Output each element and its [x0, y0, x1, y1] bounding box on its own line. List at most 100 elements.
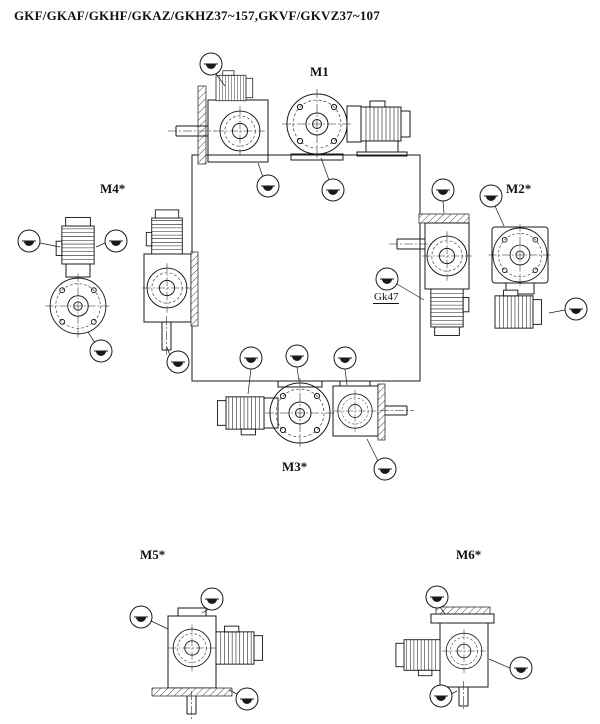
leader-line: [257, 162, 264, 178]
motor: [216, 396, 265, 436]
leader-line: [150, 620, 169, 630]
motor: [215, 625, 264, 665]
assembly-m6: [395, 585, 533, 711]
output-shaft: [380, 405, 414, 416]
leader-line: [344, 368, 348, 386]
motor: [145, 209, 183, 255]
label-gk47: Gk47: [373, 291, 400, 304]
oil-level-indicator-icon: [129, 605, 153, 629]
output-shaft: [389, 238, 433, 250]
wall-hatch: [418, 213, 470, 224]
leader-line: [320, 157, 330, 181]
leader-line: [228, 689, 238, 695]
oil-level-callout: [333, 346, 357, 386]
leader-line: [442, 200, 445, 214]
leader-line: [366, 438, 379, 462]
oil-level-callout: [166, 346, 190, 374]
label-m2: M2*: [506, 181, 532, 196]
motor: [430, 288, 470, 337]
oil-level-callout: [129, 605, 169, 630]
flange-face: [441, 628, 487, 674]
wall-hatch: [377, 383, 386, 441]
label-m5: M5*: [140, 547, 166, 562]
oil-level-callout: [239, 346, 263, 395]
label-m1: M1: [310, 64, 329, 79]
base-hatch: [151, 687, 233, 697]
oil-level-indicator-icon: [89, 339, 113, 363]
assembly-m1: [168, 52, 411, 202]
page-title: GKF/GKAF/GKHF/GKAZ/GKHZ37~157,GKVF/GKVZ3…: [14, 8, 380, 23]
oil-level-indicator-icon: [429, 684, 453, 708]
motor: [360, 100, 411, 142]
motor: [215, 70, 254, 102]
leader-line: [215, 73, 226, 87]
oil-level-indicator-icon: [373, 457, 397, 481]
oil-level-callout: [95, 229, 128, 253]
motor: [395, 639, 441, 677]
leader-line: [488, 658, 511, 669]
leader-line: [494, 205, 505, 227]
oil-level-callout: [431, 178, 455, 214]
oil-level-callout: [228, 687, 259, 711]
oil-level-indicator-icon: [431, 178, 455, 202]
flange-face: [421, 230, 473, 282]
flange-face: [44, 272, 112, 340]
leader-line: [548, 309, 566, 314]
oil-level-indicator-icon: [285, 344, 309, 368]
flange-face: [214, 105, 266, 157]
oil-level-callout: [548, 297, 588, 321]
oil-level-callout: [256, 162, 280, 198]
oil-level-callout: [87, 331, 113, 363]
mounting-foot: [290, 153, 344, 161]
oil-level-indicator-icon: [200, 587, 224, 611]
leader-line: [39, 242, 61, 248]
wall-hatch: [190, 251, 199, 327]
oil-level-callout: [425, 585, 449, 615]
label-m3: M3*: [282, 459, 308, 474]
oil-level-indicator-icon: [333, 346, 357, 370]
oil-level-callout: [366, 438, 397, 481]
flange-face: [168, 624, 216, 672]
oil-level-indicator-icon: [509, 656, 533, 680]
assembly-m4: [17, 209, 199, 374]
leader-line: [247, 368, 252, 395]
leader-line: [87, 331, 96, 344]
oil-level-indicator-icon: [235, 687, 259, 711]
flange-face: [488, 223, 552, 287]
oil-level-callout: [199, 52, 226, 87]
oil-level-indicator-icon: [166, 350, 190, 374]
top-cap: [177, 607, 207, 617]
oil-level-indicator-icon: [564, 297, 588, 321]
flange-plate: [430, 613, 495, 624]
flange-face: [333, 389, 377, 433]
oil-level-indicator-icon: [239, 346, 263, 370]
output-shaft: [161, 316, 172, 357]
oil-level-callout: [285, 344, 309, 382]
oil-level-callout: [200, 587, 224, 614]
oil-level-callout: [320, 157, 345, 202]
oil-level-indicator-icon: [375, 267, 399, 291]
flange-face: [141, 262, 193, 314]
wall-hatch: [197, 85, 207, 165]
output-shaft: [186, 691, 197, 719]
leader-line: [296, 366, 300, 382]
oil-level-callout: [17, 229, 61, 253]
gk47-callout: [375, 267, 425, 301]
leader-line: [439, 606, 446, 615]
flange-face: [281, 88, 353, 160]
label-m4: M4*: [100, 181, 126, 196]
assembly-m3: [216, 344, 414, 481]
oil-level-indicator-icon: [321, 178, 345, 202]
oil-level-indicator-icon: [17, 229, 41, 253]
flange-face: [264, 377, 336, 449]
leader-line: [396, 283, 425, 301]
oil-level-indicator-icon: [256, 174, 280, 198]
motor: [55, 216, 95, 265]
output-shaft: [458, 681, 469, 711]
motor: [494, 289, 543, 329]
label-m6: M6*: [456, 547, 482, 562]
oil-level-indicator-icon: [479, 184, 503, 208]
oil-level-callout: [429, 684, 458, 708]
